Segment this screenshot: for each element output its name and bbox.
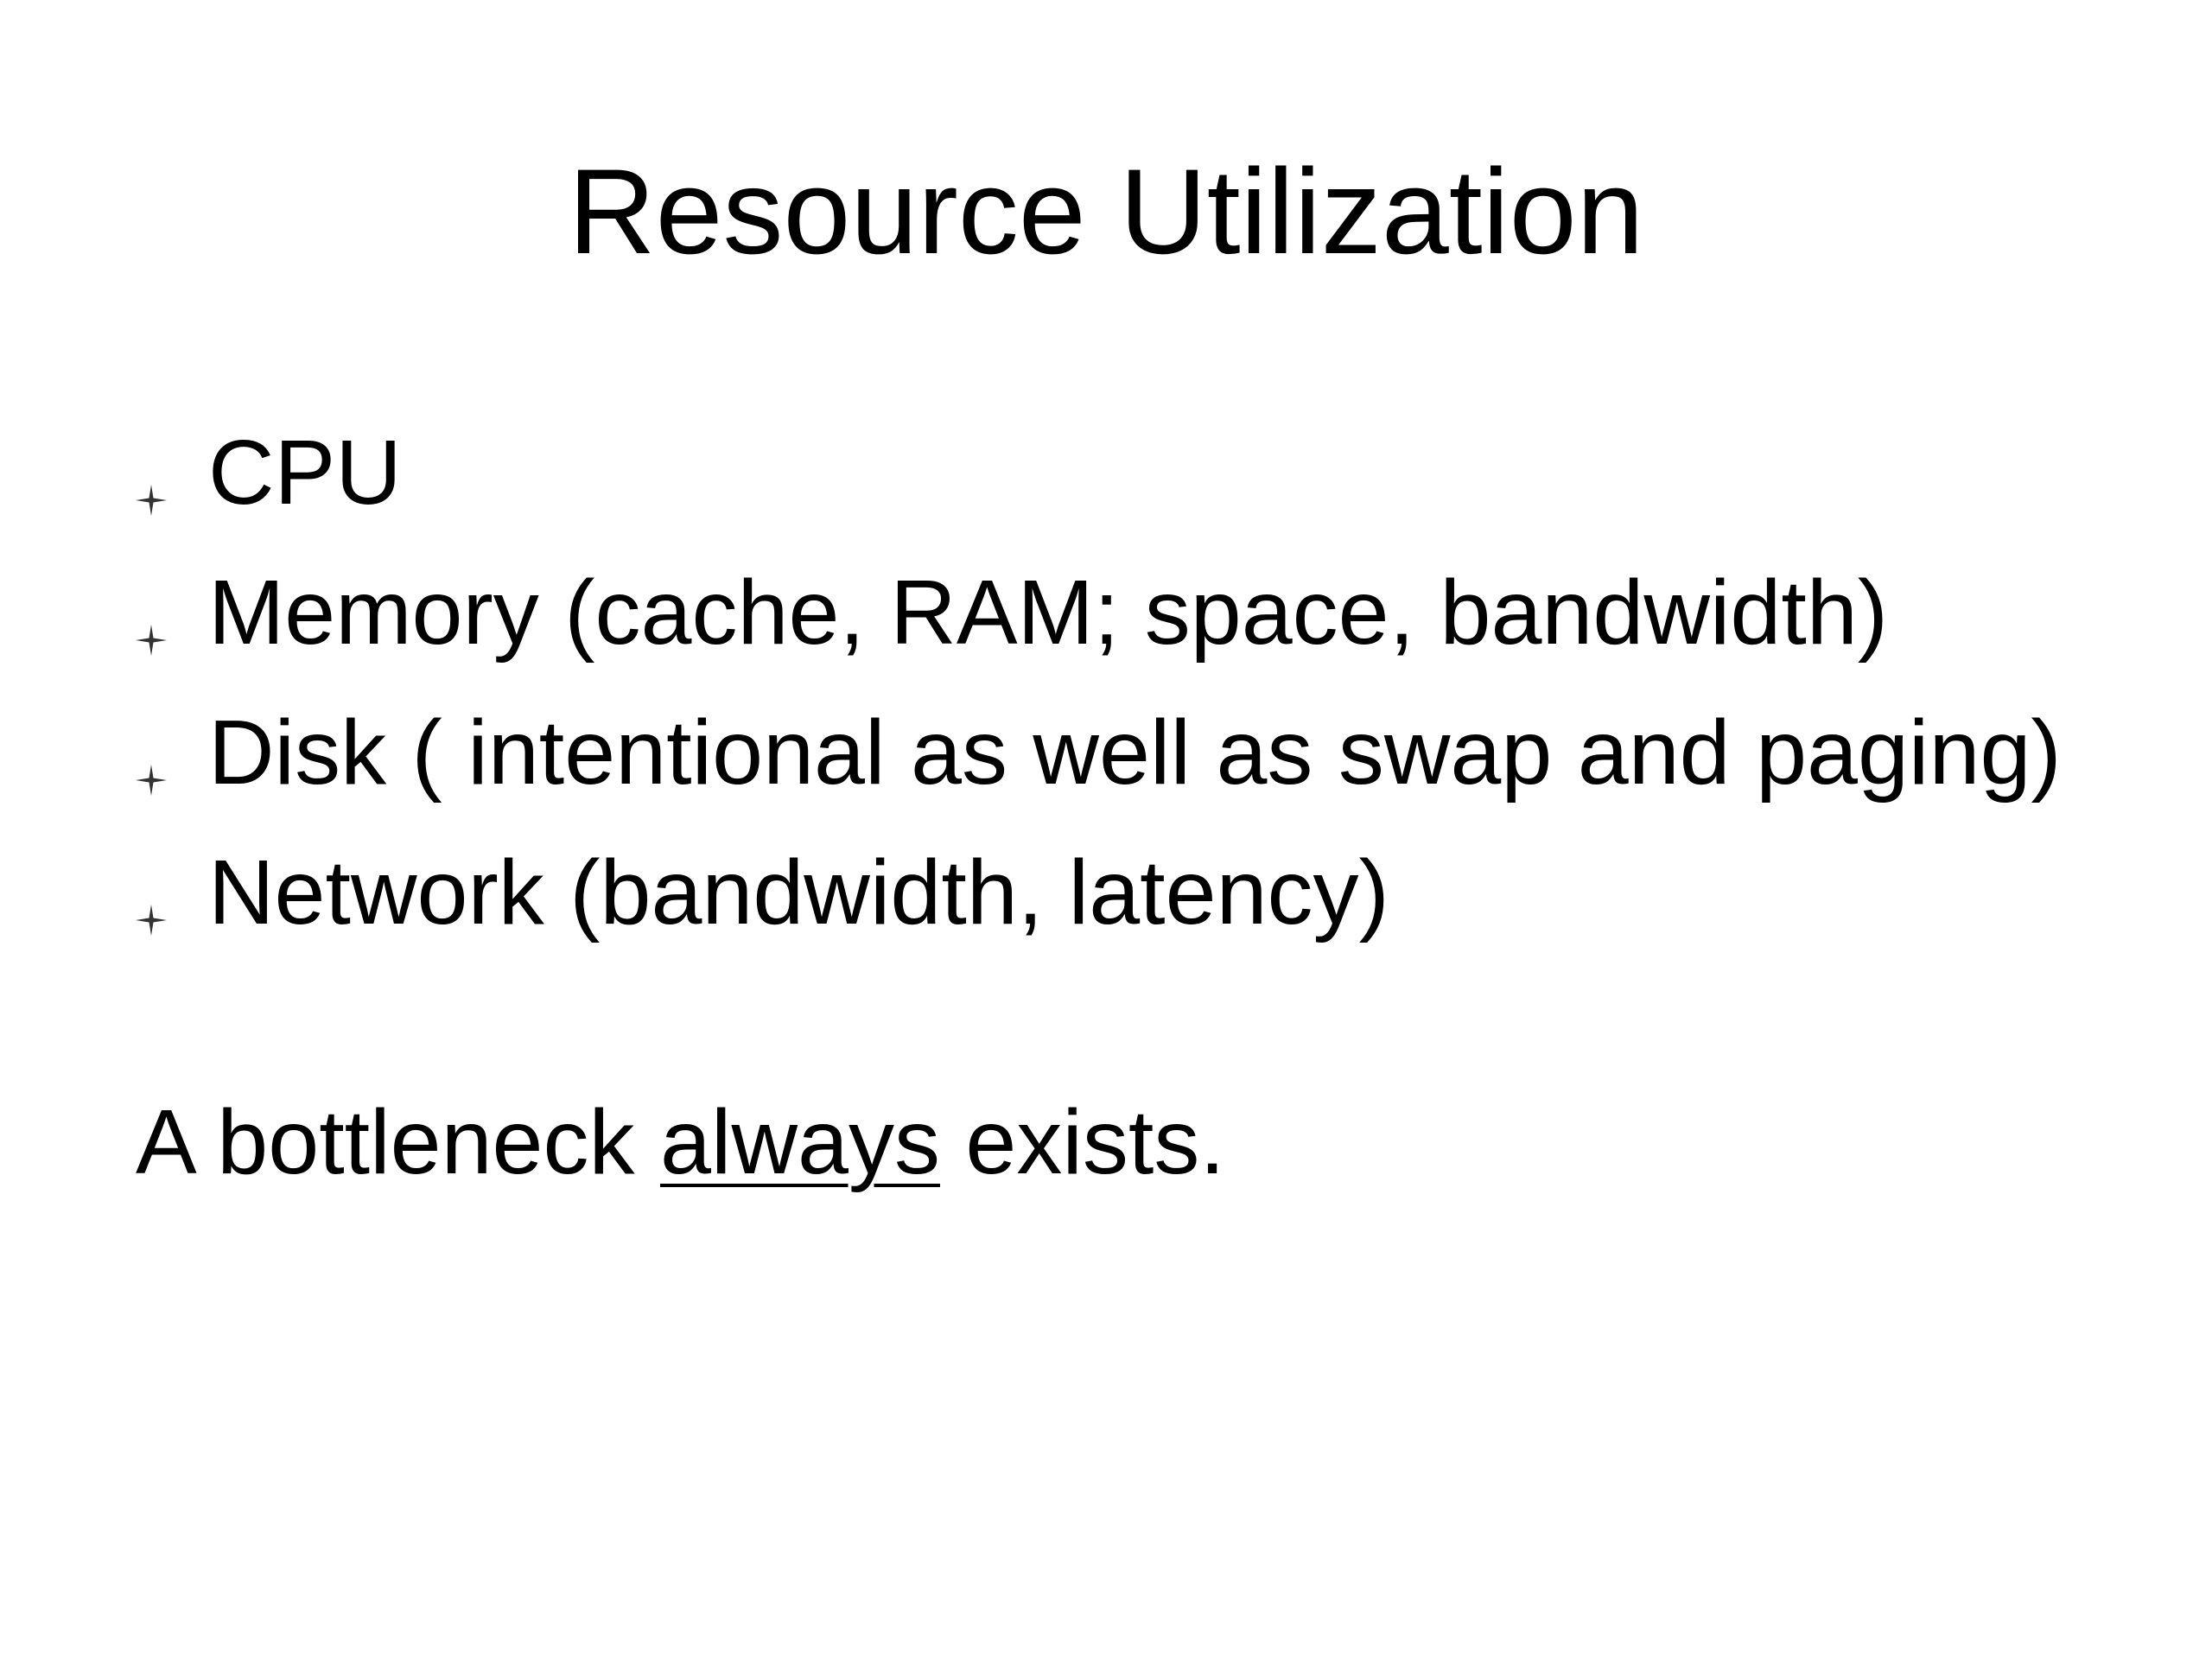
four-point-star-icon <box>134 709 208 804</box>
bullet-item-cpu: CPU <box>134 384 2062 524</box>
four-point-star-icon <box>134 569 208 664</box>
bullet-text: Network (bandwidth, latency) <box>208 842 1389 943</box>
bullet-text: Memory (cache, RAM; space, bandwidth) <box>208 562 1889 664</box>
bullet-text: Disk ( intentional as well as swap and p… <box>208 702 2062 804</box>
slide-title: Resource Utilization <box>568 143 1644 279</box>
bullet-list: CPU Memory (cache, RAM; space, bandwidth… <box>134 384 2062 944</box>
bullet-text: CPU <box>208 422 402 524</box>
bullet-item-memory: Memory (cache, RAM; space, bandwidth) <box>134 524 2062 664</box>
bottleneck-statement: A bottleneck always exists. <box>136 1090 1225 1194</box>
bullet-item-network: Network (bandwidth, latency) <box>134 804 2062 944</box>
four-point-star-icon <box>134 429 208 524</box>
statement-after: exists. <box>939 1091 1225 1193</box>
bullet-item-disk: Disk ( intentional as well as swap and p… <box>134 664 2062 804</box>
four-point-star-icon <box>134 849 208 944</box>
statement-before: A bottleneck <box>136 1091 660 1193</box>
statement-emphasis: always <box>659 1091 940 1193</box>
